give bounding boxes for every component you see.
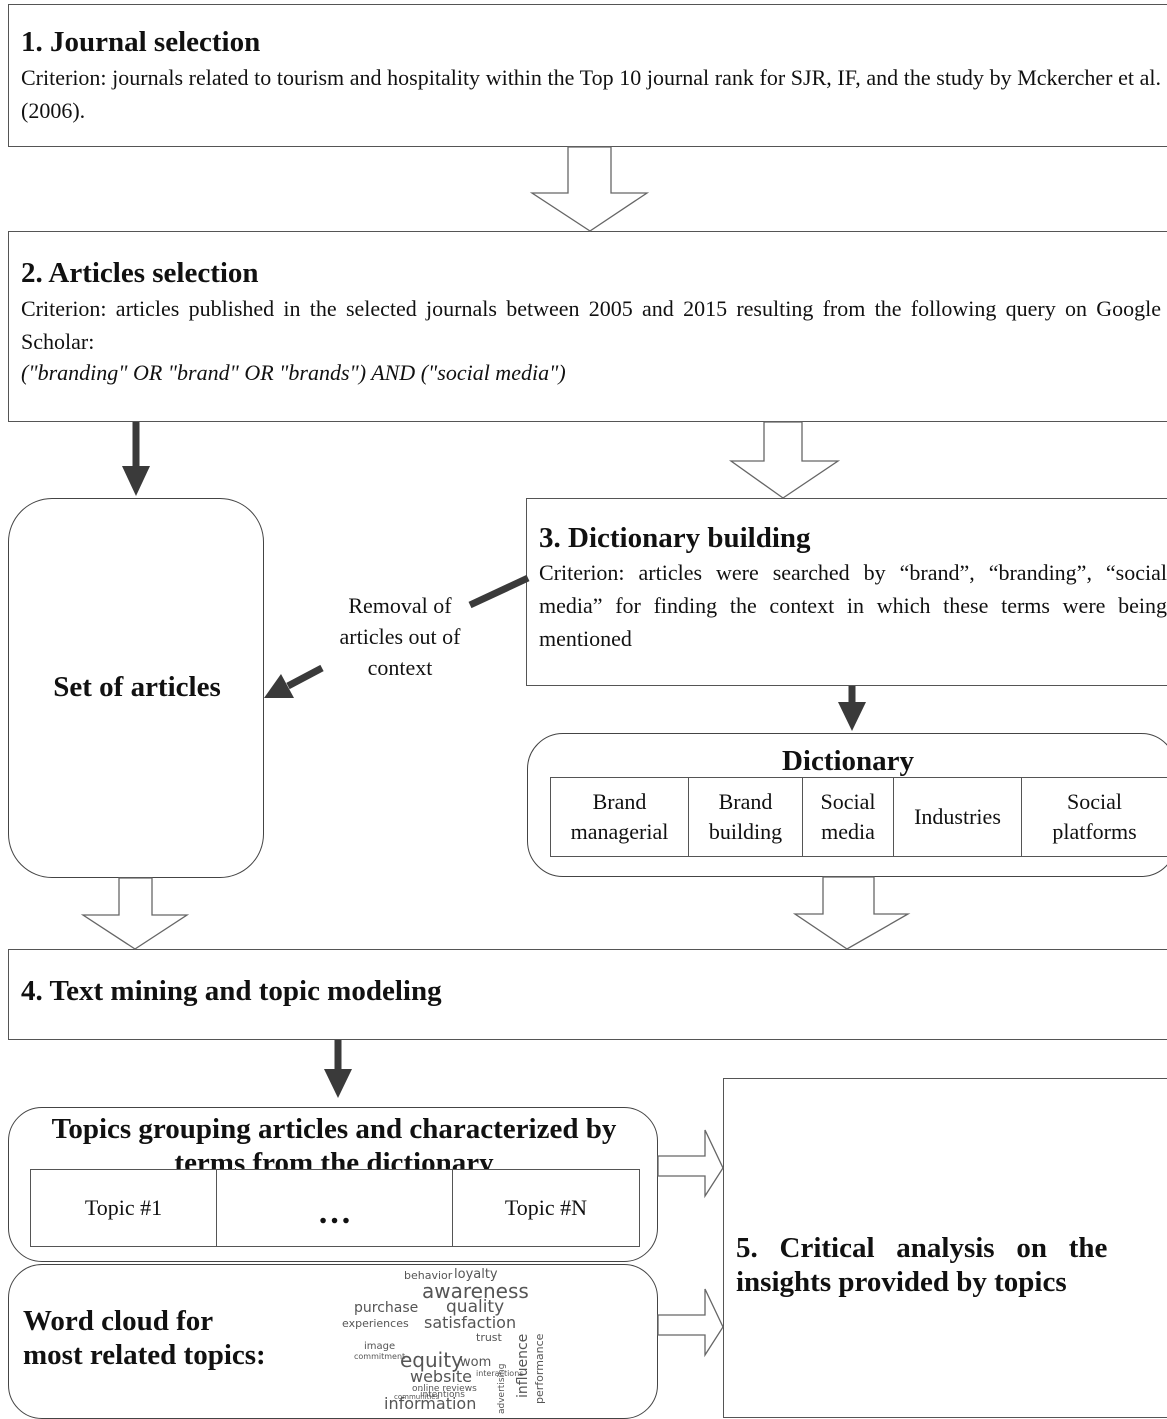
removal-line-2: articles out of [339,624,461,649]
step2-title: 2. Articles selection [21,257,259,289]
cloud-word-communities: communities [394,1393,440,1401]
set-of-articles-label: Set of articles [53,671,221,703]
word-cloud-image: behavior loyalty awareness purchase qual… [338,1266,578,1414]
hollow-arrow-set-to-4 [80,877,190,950]
dictionary-cell-industries: Industries [894,778,1022,856]
solid-arrow-2-to-set [122,422,150,496]
topics-table: Topic #1 … Topic #N [30,1169,640,1247]
topic-cell-1: Topic #1 [31,1170,217,1246]
word-cloud-box: Word cloud for most related topics: [8,1264,658,1419]
step1-text: Criterion: journals related to tourism a… [21,65,1161,123]
topics-title-line1: Topics grouping articles and characteriz… [51,1113,617,1145]
cloud-word-awareness: awareness [422,1279,529,1303]
cloud-word-image: image [364,1341,396,1352]
cloud-word-trust: trust [476,1331,502,1344]
cloud-word-website: website [410,1367,472,1386]
step5-title-line2: insights provided by topics [736,1266,1067,1298]
step4-title: 4. Text mining and topic modeling [21,975,442,1007]
step1-box: 1. Journal selection Criterion: journals… [8,4,1167,147]
hollow-arrow-topics-to-5 [657,1129,724,1199]
step5-title-line1: 5. Critical analysis on the [736,1232,1108,1264]
step2-text: Criterion: articles published in the sel… [21,296,1161,354]
step3-title: 3. Dictionary building [539,522,811,554]
removal-line-3: context [367,655,433,680]
set-of-articles-box: Set of articles [8,498,264,878]
hollow-arrow-1-to-2 [529,146,650,232]
step2-query: ("branding" OR "brand" OR "brands") AND … [21,360,566,385]
solid-arrow-3-to-dict [838,686,866,731]
hollow-arrow-dict-to-4 [792,876,911,950]
cloud-word-equity: equity [400,1348,463,1372]
step5-box: 5. Critical analysis on the insights pro… [723,1078,1167,1418]
removal-annotation: Removal of articles out of context [310,590,490,683]
cloud-word-influence: influence [515,1333,531,1398]
step4-box: 4. Text mining and topic modeling [8,949,1167,1040]
step3-box: 3. Dictionary building Criterion: articl… [526,498,1167,686]
cloud-word-intentions: intentions [420,1390,465,1400]
cloud-word-information: information [384,1394,477,1413]
word-cloud-title-line1: Word cloud for [23,1305,214,1337]
topic-cell-n: Topic #N [504,1195,588,1220]
cloud-word-interactions: interactions [476,1369,524,1378]
dictionary-title: Dictionary [781,745,915,777]
step2-box: 2. Articles selection Criterion: article… [8,231,1167,422]
cloud-word-purchase: purchase [354,1300,419,1316]
removal-line-1: Removal of [348,593,452,618]
step3-text: Criterion: articles were searched by “br… [539,560,1167,651]
word-cloud-title-line2: most related topics: [23,1339,266,1371]
cloud-word-behavior: behavior [404,1269,453,1282]
step1-title: 1. Journal selection [21,26,261,58]
cloud-word-experiences: experiences [342,1317,409,1330]
cloud-word-quality: quality [446,1297,505,1317]
cloud-word-commitment: commitment [354,1352,406,1361]
hollow-arrow-2-to-3 [728,421,841,499]
cloud-word-loyalty: loyalty [454,1267,498,1282]
topic-cell-ellipsis: … [217,1170,453,1246]
cloud-word-online-reviews: online reviews [412,1384,477,1394]
cloud-word-satisfaction: satisfaction [424,1313,517,1332]
cloud-word-performance: performance [533,1333,546,1404]
solid-arrow-4-to-topics [324,1040,352,1098]
cloud-word-wom: wom [460,1355,492,1370]
hollow-arrow-cloud-to-5 [657,1288,724,1358]
